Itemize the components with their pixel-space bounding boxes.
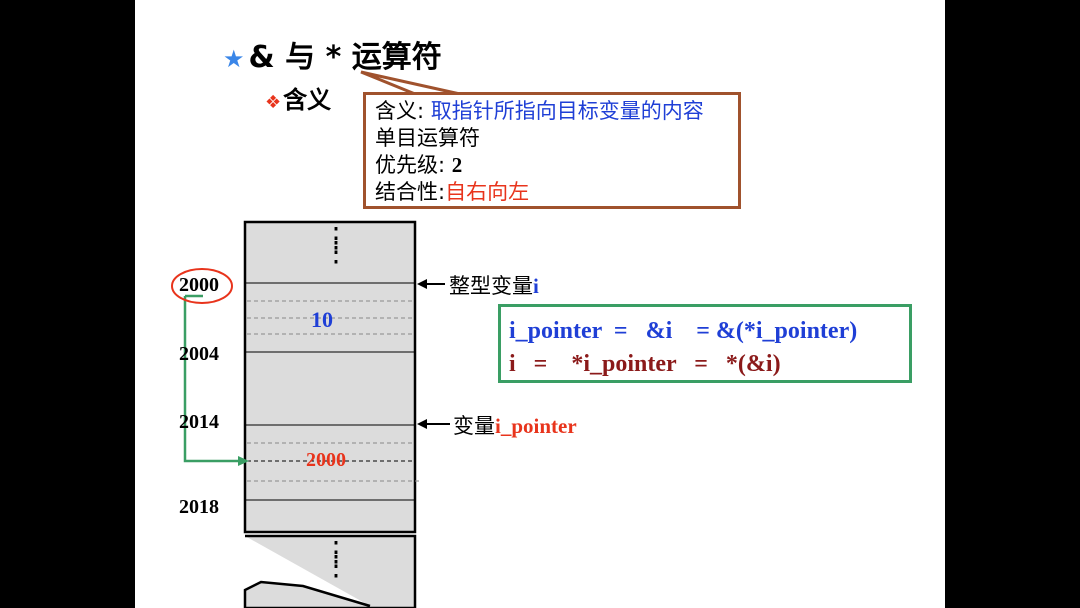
formula-box: i_pointer = &i = &(*i_pointer) i = *i_po… <box>498 304 912 383</box>
callout-line-meaning: 含义: 取指针所指向目标变量的内容 <box>375 98 729 125</box>
dot: ⋮ <box>322 551 350 582</box>
highlight-circle <box>171 268 233 304</box>
memory-block <box>243 220 417 534</box>
ptr-var-annotation: 变量i_pointer <box>453 410 577 440</box>
memory-ellipsis-bottom: ⋮ ⋮ <box>322 539 350 582</box>
callout-line-precedence: 优先级: 2 <box>375 152 729 179</box>
callout-label: 结合性: <box>375 180 446 204</box>
arrow-head-icon <box>417 279 427 289</box>
cell-ptr-value: 2000 <box>306 449 346 471</box>
cell-i-value: 10 <box>311 307 333 332</box>
memory-ellipsis-top: ⋮ ⋮ <box>322 225 350 268</box>
callout-label: 优先级: <box>375 153 452 177</box>
diamond-bullet-icon: ❖ <box>265 92 282 113</box>
slide-title: ★& 与 * 运算符 <box>223 32 442 76</box>
address-label: 2000 <box>179 274 219 296</box>
subtitle-text: 含义 <box>283 86 332 114</box>
callout-line-unary: 单目运算符 <box>375 126 480 150</box>
int-var-annotation: 整型变量i <box>449 270 539 300</box>
int-var-name: i <box>533 274 539 298</box>
dot: ⋮ <box>322 237 350 268</box>
diagram-graphics <box>171 70 470 608</box>
address-label: 2014 <box>179 411 219 433</box>
star-icon: ★ <box>223 45 245 73</box>
callout-value: 自右向左 <box>445 180 530 204</box>
definition-callout: 含义: 取指针所指向目标变量的内容 单目运算符 优先级: 2 结合性:自右向左 <box>363 92 741 209</box>
subtitle: ❖含义 <box>265 80 331 115</box>
int-var-label: 整型变量 <box>449 274 533 298</box>
memory-block-bottom <box>243 534 417 608</box>
slide: ★& 与 * 运算符 ❖含义 ⋮ ⋮ <box>135 0 945 608</box>
callout-line-associativity: 结合性:自右向左 <box>375 179 729 206</box>
callout-value: 取指针所指向目标变量的内容 <box>430 99 704 123</box>
formula-line-2: i = *i_pointer = *(&i) <box>509 351 781 377</box>
title-text: & 与 * 运算符 <box>248 40 442 75</box>
arrow-head-icon <box>417 419 427 429</box>
address-label: 2018 <box>179 496 219 518</box>
pointer-link <box>183 296 240 463</box>
ptr-var-name: i_pointer <box>495 414 577 438</box>
callout-label: 含义: <box>375 99 431 123</box>
address-label: 2004 <box>179 343 219 365</box>
callout-value: 2 <box>451 153 463 177</box>
pointer-arrow-head-icon <box>238 456 249 466</box>
formula-line-1: i_pointer = &i = &(*i_pointer) <box>509 318 858 344</box>
ptr-var-label: 变量 <box>453 414 495 438</box>
